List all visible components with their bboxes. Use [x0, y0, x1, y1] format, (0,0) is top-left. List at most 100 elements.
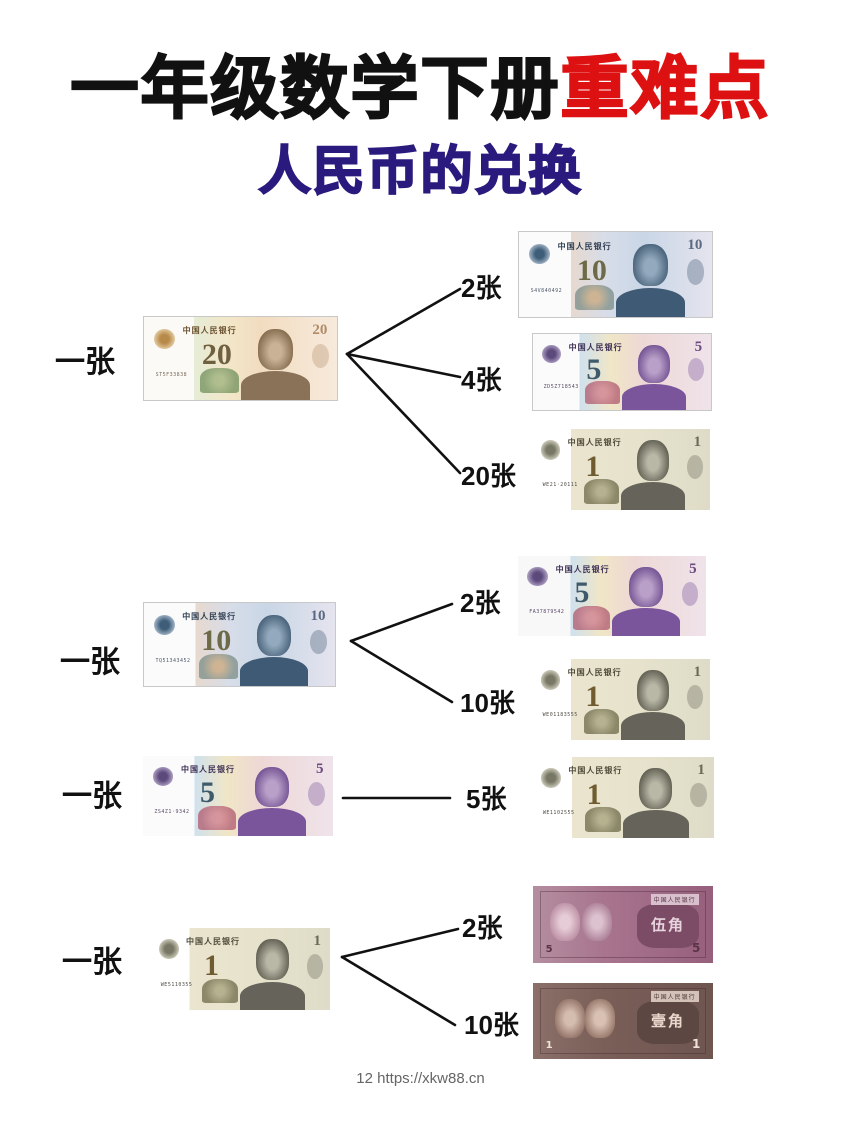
bank-name: 中国人民银行: [567, 668, 622, 678]
flower-pattern: [583, 479, 620, 504]
medallion: [637, 1001, 699, 1044]
line-20-to-1: [345, 352, 462, 475]
corner-denomination: 10: [687, 237, 703, 254]
flower-pattern: [199, 654, 238, 680]
corner-denomination: 1: [693, 663, 702, 680]
flower-pattern: [199, 368, 239, 394]
group4-from-label: 一张: [62, 945, 122, 980]
national-emblem-icon: [153, 328, 175, 349]
denomination: 20: [201, 338, 232, 372]
portrait: [240, 328, 310, 400]
group1-count-5: 4张: [461, 365, 502, 395]
serial-number: ZD5Z718543: [543, 384, 579, 391]
corner-denomination: 1: [697, 761, 705, 778]
bank-name: 中国人民银行: [181, 765, 235, 774]
banknote-5-yuan: 中国人民银行 5 5 ZS4Z1·9342: [143, 756, 333, 836]
national-emblem-icon: [527, 567, 549, 587]
denomination: 1: [204, 948, 219, 982]
serial-number: TQ51343452: [155, 657, 191, 664]
footer-watermark: 12 https://xkw88.cn: [356, 1070, 485, 1087]
portrait: [612, 567, 680, 636]
line-1-to-5jiao: [340, 927, 460, 959]
title-black-part: 一年级数学下册: [69, 49, 561, 130]
banknote-1-yuan: 中国人民银行 1 1 WE5110355: [150, 928, 330, 1010]
serial-number: WE01183555: [542, 712, 578, 719]
national-emblem-icon: [540, 670, 561, 690]
corner-denomination: 5: [694, 338, 703, 355]
portrait-workers: [544, 989, 623, 1053]
denomination: 1: [586, 777, 602, 811]
bank-name: 中国人民银行: [650, 893, 699, 905]
corner-denomination: 5: [692, 941, 701, 956]
medallion: [637, 904, 699, 948]
serial-number: WE21·20111: [542, 482, 578, 489]
national-emblem-icon: [540, 440, 561, 460]
bank-name: 中国人民银行: [568, 766, 623, 776]
group3-count-1: 5张: [466, 784, 507, 814]
portrait: [623, 768, 689, 838]
portrait: [240, 939, 305, 1010]
denomination: 伍角: [650, 915, 685, 934]
corner-denomination: 5: [316, 760, 324, 777]
corner-denomination: 5: [545, 944, 553, 956]
serial-number: WE5110355: [160, 982, 193, 989]
corner-denomination: 1: [693, 433, 702, 450]
group2-count-1: 10张: [460, 688, 515, 718]
banknote-1-jiao: 壹角 中国人民银行 1 1: [533, 983, 713, 1059]
flower-pattern: [198, 805, 237, 830]
title-red-part: 重难点: [559, 49, 771, 130]
bank-name: 中国人民银行: [182, 612, 237, 622]
corner-denomination: 1: [692, 1037, 701, 1052]
national-emblem-icon: [541, 768, 562, 788]
bank-name: 中国人民银行: [182, 326, 237, 336]
banknote-1-yuan: 中国人民银行 1 1 WE01183555: [532, 659, 710, 740]
corner-denomination: 10: [310, 607, 326, 624]
corner-denomination: 1: [313, 932, 322, 949]
banknote-10-yuan: 中国人民银行 10 10 TQ51343452: [143, 602, 336, 687]
line-20-to-10: [345, 287, 462, 356]
banknote-5-yuan: 中国人民银行 5 5 FA37879542: [518, 556, 706, 636]
portrait: [239, 614, 309, 686]
group3-from-label: 一张: [62, 779, 122, 814]
group1-count-10: 2张: [461, 273, 502, 303]
banknote-1-yuan: 中国人民银行 1 1 WE21·20111: [532, 429, 710, 510]
national-emblem-icon: [528, 243, 550, 265]
banknote-1-yuan: 中国人民银行 1 1 WE1102555: [532, 757, 714, 838]
serial-number: FA37879542: [529, 608, 565, 615]
serial-number: ST5F33838: [155, 371, 188, 378]
corner-denomination: 20: [312, 321, 328, 338]
denomination: 10: [576, 253, 607, 287]
portrait-women: [544, 892, 623, 957]
group4-count-5jiao: 2张: [462, 913, 503, 943]
portrait: [238, 767, 307, 836]
denomination: 10: [201, 624, 232, 658]
denomination: 1: [585, 679, 601, 713]
denomination: 1: [585, 449, 601, 483]
portrait: [615, 243, 685, 317]
line-10-to-5: [349, 602, 454, 643]
serial-number: ZS4Z1·9342: [154, 808, 190, 815]
denomination: 5: [574, 576, 590, 610]
group4-count-1jiao: 10张: [464, 1010, 519, 1040]
banknote-5-yuan: 中国人民银行 5 5 ZD5Z718543: [532, 333, 712, 411]
corner-denomination: 1: [545, 1040, 553, 1052]
bank-name: 中国人民银行: [568, 342, 623, 352]
portrait: [621, 670, 686, 740]
flower-pattern: [202, 978, 239, 1004]
flower-pattern: [584, 381, 621, 404]
denomination: 5: [200, 776, 215, 810]
line-20-to-5: [345, 352, 462, 379]
national-emblem-icon: [159, 939, 179, 960]
bank-name: 中国人民银行: [557, 241, 612, 251]
page-title: 一年级数学下册重难点: [0, 49, 841, 130]
serial-number: WE1102555: [542, 810, 575, 817]
line-1-to-1jiao: [340, 955, 457, 1027]
bank-name: 中国人民银行: [555, 565, 610, 574]
bank-name: 中国人民银行: [650, 990, 699, 1002]
flower-pattern: [584, 807, 622, 832]
portrait: [622, 344, 687, 410]
flower-pattern: [574, 284, 614, 311]
national-emblem-icon: [153, 614, 175, 635]
banknote-5-jiao: 伍角 中国人民银行 5 5: [533, 886, 713, 963]
